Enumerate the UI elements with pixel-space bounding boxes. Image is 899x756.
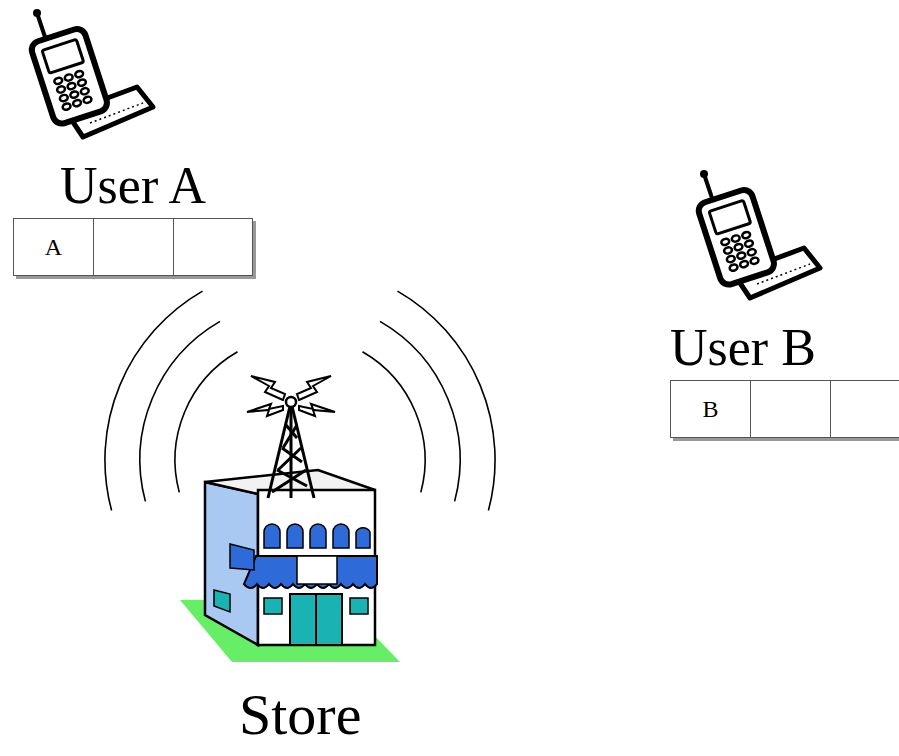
buffer-row: A xyxy=(13,218,253,276)
radio-waves xyxy=(105,291,495,510)
buffer-row: B xyxy=(670,380,899,438)
buffer-cell: B xyxy=(670,380,750,438)
buffer-cell xyxy=(830,380,899,438)
buffer-cell: A xyxy=(13,218,93,276)
buffer-item: A xyxy=(45,234,62,261)
phone-icon xyxy=(696,170,820,298)
store-building xyxy=(180,376,400,662)
buffer-cell xyxy=(750,380,830,438)
user-name: User A xyxy=(13,158,253,214)
user-buffer: User B B xyxy=(670,320,899,438)
buffer-cell xyxy=(173,218,253,276)
user-buffer: User A A xyxy=(13,158,253,276)
buffer-cell xyxy=(93,218,173,276)
store-label: Store xyxy=(239,684,361,746)
user-name: User B xyxy=(670,320,899,376)
phone-icon xyxy=(29,9,153,137)
buffer-item: B xyxy=(702,396,718,423)
